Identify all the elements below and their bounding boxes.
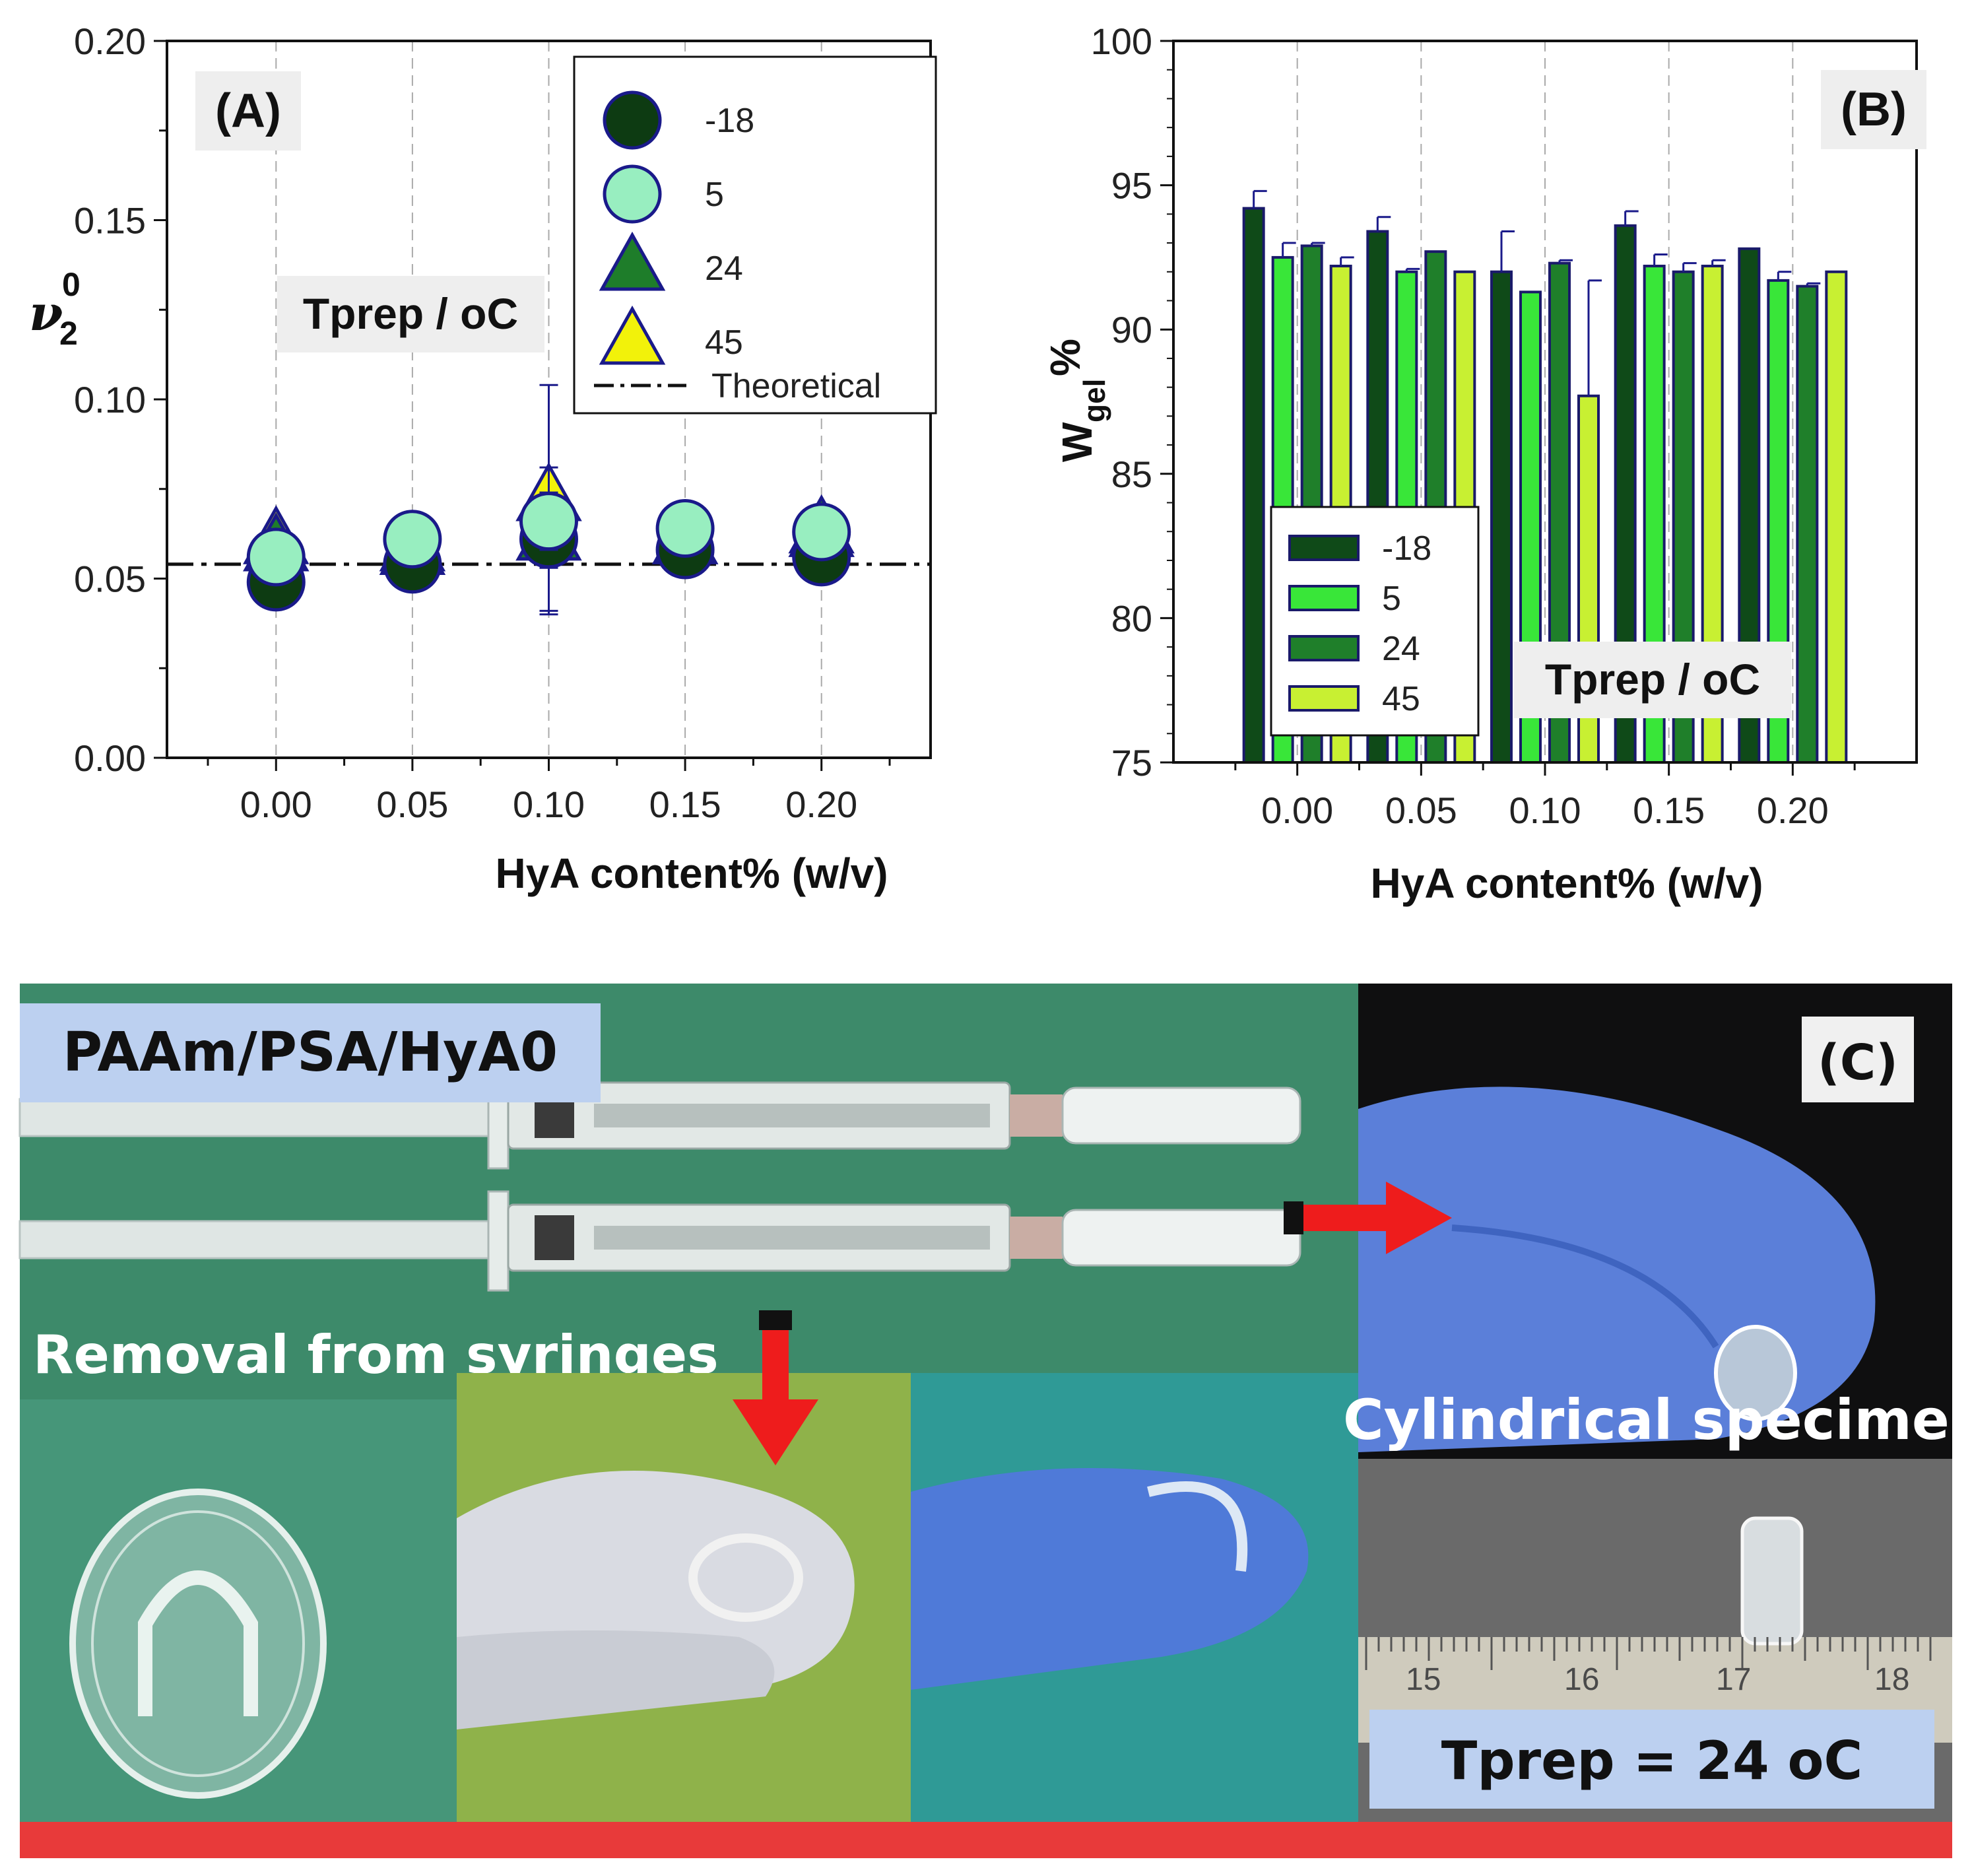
y-tick-label: 0.15	[74, 200, 146, 242]
legend-swatch	[1288, 685, 1360, 712]
y-tick-label: 0.20	[74, 20, 146, 62]
x-tick-label: 0.20	[785, 784, 857, 825]
legend-title-bg	[1514, 642, 1791, 718]
ruler-number: 18	[1874, 1662, 1909, 1697]
y-axis-title: ν 2 0	[29, 266, 81, 352]
y-axis-title-sup: 0	[62, 266, 81, 303]
petri-dish-photo	[20, 1399, 457, 1822]
legend-swatch	[1288, 635, 1360, 661]
y-tick-label: 90	[1111, 309, 1152, 351]
y-tick-label: 80	[1111, 597, 1152, 639]
y-axis-title: W gel %	[1041, 339, 1111, 462]
y-axis-title-main: ν	[29, 285, 63, 342]
legend-label: 5	[1382, 580, 1401, 618]
x-tick-label: 0.20	[1757, 789, 1829, 831]
y-axis-title-suffix: %	[1041, 339, 1089, 376]
legend-title-bg	[277, 276, 544, 352]
y-tick-label: 0.00	[74, 737, 146, 779]
legend-label: 45	[1382, 680, 1420, 718]
data-point	[246, 527, 306, 587]
legend-title: Tprep / oC	[1545, 655, 1760, 704]
panel-label-bg	[195, 71, 301, 151]
panel-label: (B)	[1841, 83, 1907, 136]
syringe-top	[18, 1068, 1301, 1170]
ruler-ticks	[1365, 1637, 1932, 1670]
x-axis-title: HyA content% (w/v)	[496, 850, 888, 897]
x-tick-label: 0.10	[513, 784, 585, 825]
ruler-number: 17	[1716, 1662, 1751, 1697]
x-axis-title: HyA content% (w/v)	[1371, 859, 1763, 907]
data-point	[519, 492, 578, 551]
x-tick-label: 0.15	[1633, 789, 1705, 831]
y-axis-title-main: W	[1053, 422, 1101, 462]
legend-label: Theoretical	[711, 367, 881, 405]
data-point	[792, 502, 851, 562]
legend-marker	[599, 305, 666, 365]
legend-marker	[599, 231, 666, 291]
bar	[1825, 270, 1848, 764]
data-point	[383, 510, 442, 569]
x-tick-label: 0.00	[1261, 789, 1333, 831]
panel-label: (A)	[215, 84, 281, 137]
panel-c-label: (C)	[1818, 1034, 1898, 1091]
legend-swatch	[1288, 585, 1360, 611]
y-tick-label: 100	[1091, 20, 1152, 62]
tprep-label-bg	[1369, 1710, 1934, 1809]
grey-glove-photo	[457, 1373, 911, 1822]
y-tick-label: 0.10	[74, 379, 146, 420]
arrow-right	[1284, 1182, 1452, 1254]
chart-a: 0.00 0.05 0.10 0.15 0.20 0.00 0.05 0.10 0.15 0.20…	[29, 20, 937, 897]
x-tick-label: 0.15	[649, 784, 721, 825]
material-label-bg	[20, 1003, 601, 1102]
photo-panel: PAAm/PSA/HyA0 Removal from syringes (C) …	[18, 984, 1972, 1858]
x-tick-label: 0.00	[240, 784, 312, 825]
bar	[1242, 207, 1265, 764]
y-tick-label: 0.05	[74, 558, 146, 600]
panel-label-bg	[1821, 70, 1926, 149]
bottom-strip	[20, 1822, 1952, 1858]
ruler-number: 16	[1564, 1662, 1599, 1697]
x-tick-label: 0.05	[1385, 789, 1457, 831]
legend-label: 45	[705, 323, 743, 362]
y-tick-label: 85	[1111, 453, 1152, 495]
legend-label: 5	[705, 176, 724, 214]
y-tick-label: 95	[1111, 165, 1152, 207]
syringe-bottom	[18, 1190, 1301, 1292]
legend-swatch	[1288, 535, 1360, 561]
legend-marker	[603, 164, 662, 224]
legend-label: -18	[1382, 529, 1431, 568]
y-axis-title-sub: 2	[59, 315, 78, 352]
legend-marker	[603, 90, 662, 150]
legend-label: -18	[705, 102, 754, 140]
panel-c-label-bg	[1802, 1017, 1914, 1102]
y-tick-label: 75	[1111, 742, 1152, 784]
legend-label: 24	[705, 250, 743, 288]
material-label: PAAm/PSA/HyA0	[63, 1021, 558, 1084]
axis-ticks: 0.00 0.05 0.10 0.15 0.20 75 80 85 90 95 100	[1091, 20, 1856, 831]
cylinder-label: Cylindrical specimen	[1343, 1388, 1972, 1452]
x-tick-label: 0.05	[376, 784, 448, 825]
x-tick-label: 0.10	[1509, 789, 1581, 831]
legend-title: Tprep / oC	[303, 289, 518, 338]
data-point	[655, 498, 715, 558]
legend: -18 5 24 45	[1270, 506, 1480, 737]
y-axis-title-sub: gel	[1077, 379, 1111, 422]
data-points	[243, 384, 855, 616]
blue-glove-photo	[911, 1373, 1358, 1822]
ruler-number: 15	[1406, 1662, 1441, 1697]
bar	[1490, 270, 1513, 764]
legend-label: 24	[1382, 630, 1420, 668]
tprep-label: Tprep = 24 oC	[1441, 1730, 1862, 1792]
arrow-down	[733, 1310, 818, 1465]
bar	[1796, 285, 1819, 764]
chart-b: 0.00 0.05 0.10 0.15 0.20 75 80 85 90 95 100 (B) Tp…	[1041, 20, 1926, 907]
axis-ticks: 0.00 0.05 0.10 0.15 0.20 0.00 0.05 0.10 0.15 0.20	[74, 20, 891, 825]
